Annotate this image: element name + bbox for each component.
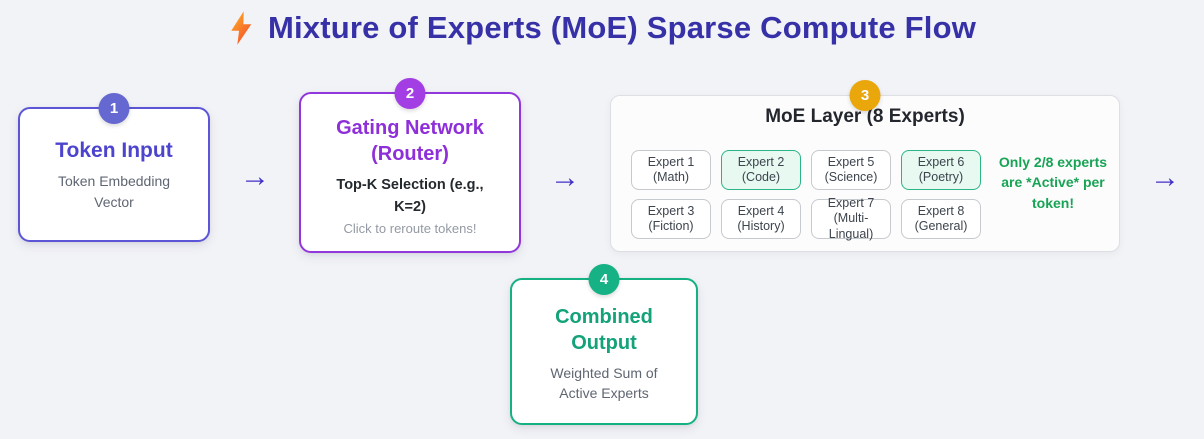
expert-name: Expert 3	[647, 203, 695, 218]
active-experts-note: Only 2/8 experts are *Active* per token!	[998, 154, 1108, 211]
expert-card-6[interactable]: Expert 6 (Poetry)	[901, 150, 981, 190]
expert-name: Expert 4	[737, 203, 785, 218]
token-input-subtitle: Token Embedding Vector	[57, 173, 171, 210]
gating-network-title: Gating Network (Router)	[336, 117, 484, 165]
flow-arrow-3: →	[1150, 161, 1180, 194]
expert-name: Expert 8	[917, 203, 965, 218]
expert-name: Expert 6	[917, 154, 965, 169]
flow-arrow-1: →	[240, 160, 270, 193]
experts-grid: Expert 1 (Math) Expert 2 (Code) Expert 5…	[631, 150, 981, 241]
expert-domain: (General)	[914, 219, 968, 233]
expert-name: Expert 2	[737, 154, 785, 169]
expert-domain: (Math)	[652, 170, 690, 184]
step-3-badge: 3	[849, 80, 881, 111]
expert-card-8[interactable]: Expert 8 (General)	[901, 199, 981, 239]
expert-card-1[interactable]: Expert 1 (Math)	[631, 150, 711, 190]
step-1-badge: 1	[98, 93, 130, 124]
combined-output-subtitle: Weighted Sum of Active Experts	[550, 365, 658, 402]
moe-layer-panel: 3 MoE Layer (8 Experts) Expert 1 (Math) …	[610, 80, 1120, 252]
expert-domain: (Code)	[741, 170, 781, 184]
combined-output-title: Combined Output	[555, 306, 653, 354]
moe-layer-title: MoE Layer (8 Experts)	[765, 106, 965, 127]
expert-name: Expert 5	[827, 154, 875, 169]
reroute-hint: Click to reroute tokens!	[343, 220, 477, 236]
expert-name: Expert 1	[647, 154, 695, 169]
expert-card-3[interactable]: Expert 3 (Fiction)	[631, 199, 711, 239]
expert-domain: (Fiction)	[648, 219, 694, 233]
token-input-box: 1 Token Input Token Embedding Vector	[18, 93, 210, 242]
expert-card-5[interactable]: Expert 5 (Science)	[811, 150, 891, 190]
step-4-badge: 4	[588, 264, 620, 295]
diagram-header: Mixture of Experts (MoE) Sparse Compute …	[0, 10, 1204, 46]
expert-domain: (Science)	[824, 170, 878, 184]
step-2-badge: 2	[394, 78, 426, 109]
flow-arrow-2: →	[550, 161, 580, 194]
page-title: Mixture of Experts (MoE) Sparse Compute …	[267, 10, 977, 45]
expert-name: Expert 7	[827, 196, 875, 211]
expert-domain: (History)	[737, 219, 785, 233]
lightning-bolt-icon	[228, 10, 254, 46]
top-k-selection-label: Top-K Selection (e.g., K=2)	[336, 177, 484, 215]
gating-network-box[interactable]: 2 Gating Network (Router) Top-K Selectio…	[299, 78, 521, 253]
expert-card-2[interactable]: Expert 2 (Code)	[721, 150, 801, 190]
token-input-title: Token Input	[55, 139, 173, 162]
expert-card-7[interactable]: Expert 7 (Multi-Lingual)	[811, 196, 891, 241]
expert-domain: (Poetry)	[918, 170, 964, 184]
combined-output-box: 4 Combined Output Weighted Sum of Active…	[510, 264, 698, 425]
expert-domain: (Multi-Lingual)	[828, 211, 874, 241]
expert-card-4[interactable]: Expert 4 (History)	[721, 199, 801, 239]
